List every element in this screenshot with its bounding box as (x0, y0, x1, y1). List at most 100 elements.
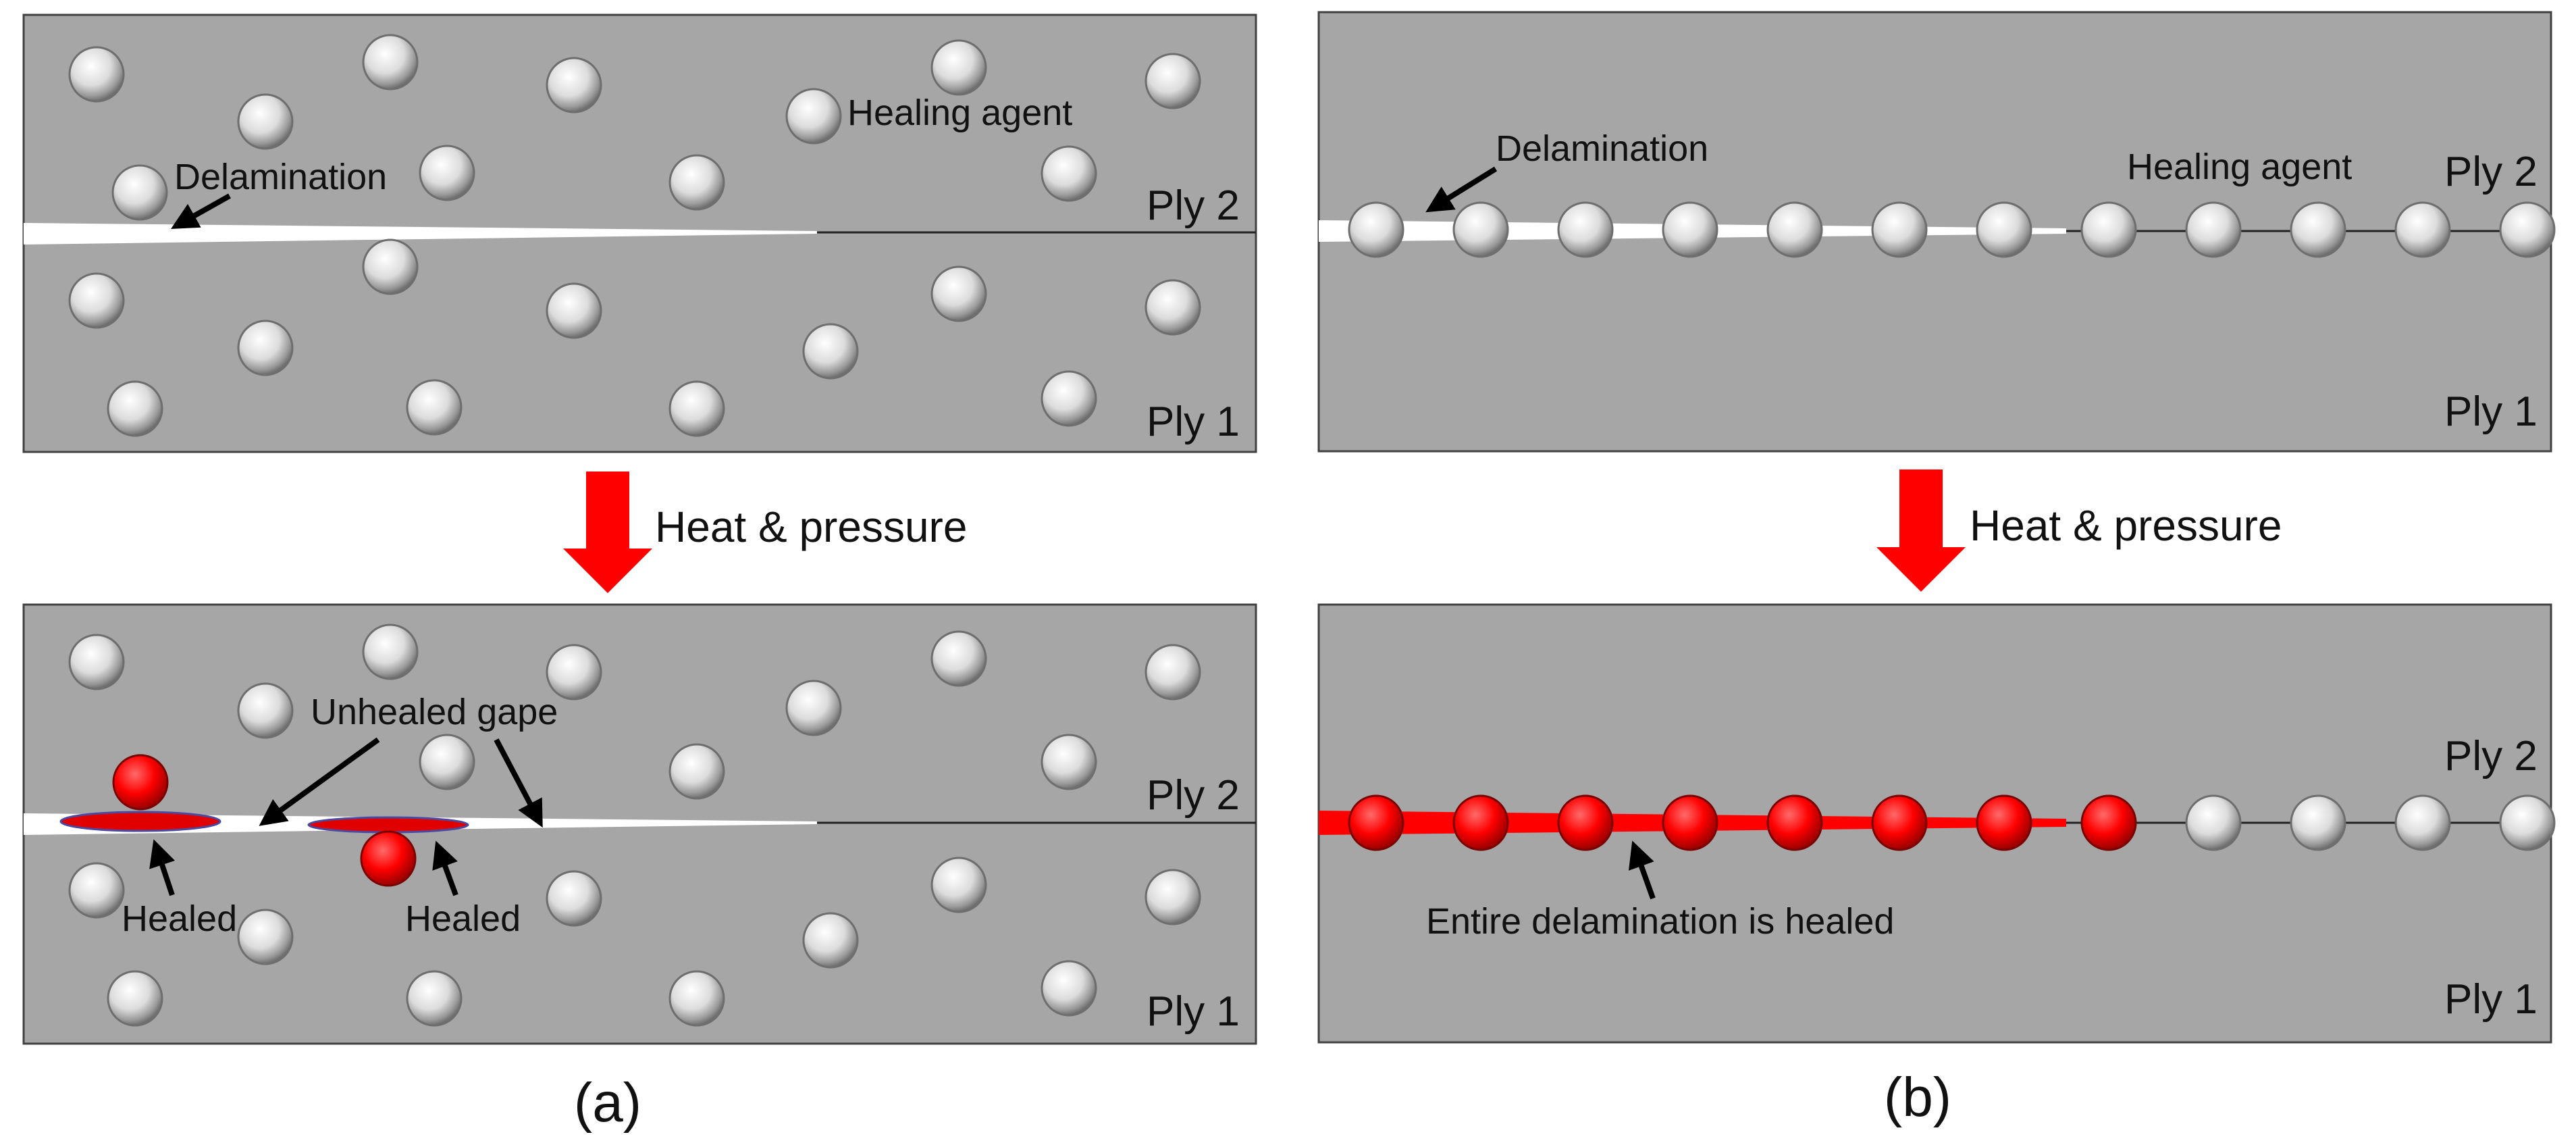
healing-capsule (930, 265, 987, 322)
healed-arrow (1628, 840, 1656, 900)
healing-capsule (237, 909, 294, 965)
unhealed-arrow-1 (259, 737, 380, 826)
ply-2-label: Ply 2 (1147, 182, 1240, 229)
healing-capsule (1452, 201, 1509, 258)
healed-capsule (1662, 794, 1718, 851)
healing-capsule (362, 238, 419, 295)
delamination-label: Delamination (1496, 128, 1708, 169)
panel-b-before: Delamination Healing agent Ply 2 Ply 1 (1317, 11, 2556, 453)
healing-capsule (1041, 960, 1097, 1017)
healed-label-2: Healed (405, 898, 521, 939)
healed-arrow-1 (149, 839, 176, 896)
healing-capsule (406, 970, 463, 1027)
healing-capsule (930, 630, 987, 687)
healing-agent-label: Healing agent (2127, 147, 2352, 187)
caption-a: (a) (574, 1072, 641, 1134)
delamination-label: Delamination (174, 157, 387, 197)
healed-arrow-2 (432, 840, 458, 896)
healing-capsule (1557, 201, 1614, 258)
healing-capsule (237, 93, 294, 150)
healing-capsule (107, 970, 163, 1027)
healing-capsule (2394, 794, 2451, 851)
healing-capsule (2080, 201, 2137, 258)
capsules (1348, 201, 2556, 258)
process-label: Heat & pressure (1970, 501, 2282, 550)
healing-capsule (1145, 869, 1201, 925)
healing-capsule (68, 46, 125, 103)
process-label: Heat & pressure (655, 503, 967, 551)
caption-b: (b) (1884, 1067, 1951, 1128)
ply-2-label: Ply 2 (2444, 733, 2538, 780)
capsules (68, 624, 1201, 1027)
delamination-arrow (1425, 166, 1498, 213)
healed-label: Entire delamination is healed (1426, 901, 1894, 942)
healed-capsule (1766, 794, 1823, 851)
healing-capsule (785, 88, 842, 145)
ply-2-label: Ply 2 (2444, 149, 2538, 195)
healed-capsule-1 (112, 754, 169, 811)
panel-b-after: Entire delamination is healed Ply 2 Ply … (1317, 603, 2556, 1044)
healing-capsule (546, 644, 602, 701)
healing-capsule (1766, 201, 1823, 258)
healing-capsule (68, 862, 125, 919)
ply-2-label: Ply 2 (1147, 772, 1240, 819)
healing-capsule (1041, 734, 1097, 790)
healing-capsule (930, 39, 987, 96)
healing-capsule (668, 743, 725, 800)
healing-capsule (362, 34, 419, 91)
healing-capsule (2185, 794, 2242, 851)
healing-capsule (107, 380, 163, 437)
healing-capsule (1145, 279, 1201, 336)
healing-capsule (237, 682, 294, 739)
healing-capsule (1871, 201, 1928, 258)
delamination-crack (24, 223, 817, 245)
healing-capsule (2499, 794, 2556, 851)
unhealed-label: Unhealed gape (311, 692, 558, 732)
healing-capsule (1145, 644, 1201, 701)
healing-capsule (2290, 201, 2346, 258)
down-arrow (1876, 469, 1966, 592)
healing-capsule (930, 857, 987, 913)
healing-capsule (2394, 201, 2451, 258)
healing-capsule (362, 624, 419, 680)
process-arrow-b: Heat & pressure (1876, 469, 2282, 592)
process-arrow-a: Heat & pressure (563, 472, 967, 593)
healing-capsule (546, 282, 602, 339)
ply-1-label: Ply 1 (1147, 988, 1240, 1035)
capsules (68, 34, 1201, 437)
healing-capsule (419, 734, 475, 790)
healing-capsule (68, 634, 125, 690)
healed-patch-2 (307, 816, 469, 834)
healing-capsule (406, 379, 463, 436)
healing-capsule (1041, 370, 1097, 427)
healed-label-1: Healed (122, 898, 237, 939)
healing-capsule (668, 380, 725, 437)
healing-capsule (785, 680, 842, 736)
panel-a-before: Delamination Healing agent Ply 2 Ply 1 (22, 14, 1257, 453)
healing-capsule (2499, 201, 2556, 258)
healed-capsule-2 (360, 830, 417, 887)
healing-capsule (2290, 794, 2346, 851)
healing-capsule (2185, 201, 2242, 258)
capsules (1348, 794, 2556, 851)
down-arrow (563, 472, 652, 593)
ply-1-label: Ply 1 (2444, 388, 2538, 435)
healing-agent-label: Healing agent (847, 93, 1072, 133)
ply-1-label: Ply 1 (2444, 976, 2538, 1023)
healing-capsule (1348, 201, 1404, 258)
unhealed-arrow-2 (494, 738, 543, 828)
healing-capsule (237, 320, 294, 376)
healing-capsule (802, 912, 859, 969)
healed-patch-1 (59, 811, 221, 832)
healed-capsule (1976, 794, 2032, 851)
panel-a-after: Unhealed gape Healed Healed Ply 2 Ply 1 (22, 603, 1257, 1045)
healing-capsule (802, 323, 859, 380)
ply-1-label: Ply 1 (1147, 399, 1240, 445)
healing-capsule (1976, 201, 2032, 258)
healed-capsule (1557, 794, 1614, 851)
healed-capsule (1348, 794, 1404, 851)
healing-capsule (111, 164, 168, 221)
healing-capsule (668, 154, 725, 211)
healing-capsule (546, 870, 602, 927)
